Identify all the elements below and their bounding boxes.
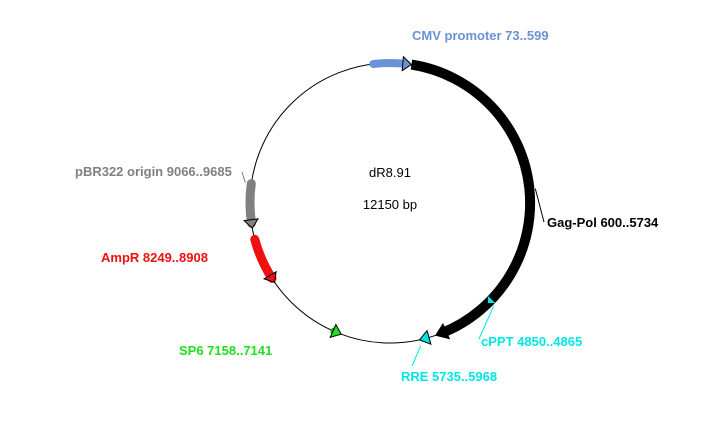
gag-pol-arc[interactable] <box>410 59 536 338</box>
gag-pol-arrowhead <box>435 322 451 340</box>
sp6-arrowhead <box>329 323 342 339</box>
plasmid-name: dR8.91 <box>369 165 411 180</box>
ampr-arc[interactable] <box>250 234 277 283</box>
rre-leader <box>411 345 422 367</box>
gag-pol-leader <box>534 188 545 223</box>
rre-label[interactable]: RRE 5735..5968 <box>401 369 497 384</box>
gag-pol-label[interactable]: Gag-Pol 600..5734 <box>547 215 659 230</box>
pbr322-origin-label[interactable]: pBR322 origin 9066..9685 <box>75 164 232 179</box>
pbr322-origin-arc[interactable] <box>245 179 256 228</box>
cppt-leader <box>478 305 495 340</box>
feature-arcs <box>242 55 536 346</box>
ampr-label[interactable]: AmpR 8249..8908 <box>101 250 208 265</box>
pbr322-origin-arrowhead <box>242 218 259 229</box>
cmv-promoter-arc[interactable] <box>369 58 411 68</box>
plasmid-size: 12150 bp <box>363 197 417 212</box>
cppt-label[interactable]: cPPT 4850..4865 <box>481 334 582 349</box>
feature-labels: CMV promoter 73..599 Gag-Pol 600..5734 c… <box>75 28 659 384</box>
cmv-promoter-label[interactable]: CMV promoter 73..599 <box>412 28 549 43</box>
pbr322-origin-leader <box>241 171 246 183</box>
cppt-marker[interactable] <box>487 295 496 303</box>
sp6-label[interactable]: SP6 7158..7141 <box>179 343 272 358</box>
cmv-promoter-arrowhead <box>401 55 413 72</box>
rre-arrowhead[interactable] <box>418 329 432 346</box>
label-leader-lines <box>241 171 545 367</box>
ampr-arrowhead <box>262 270 277 284</box>
